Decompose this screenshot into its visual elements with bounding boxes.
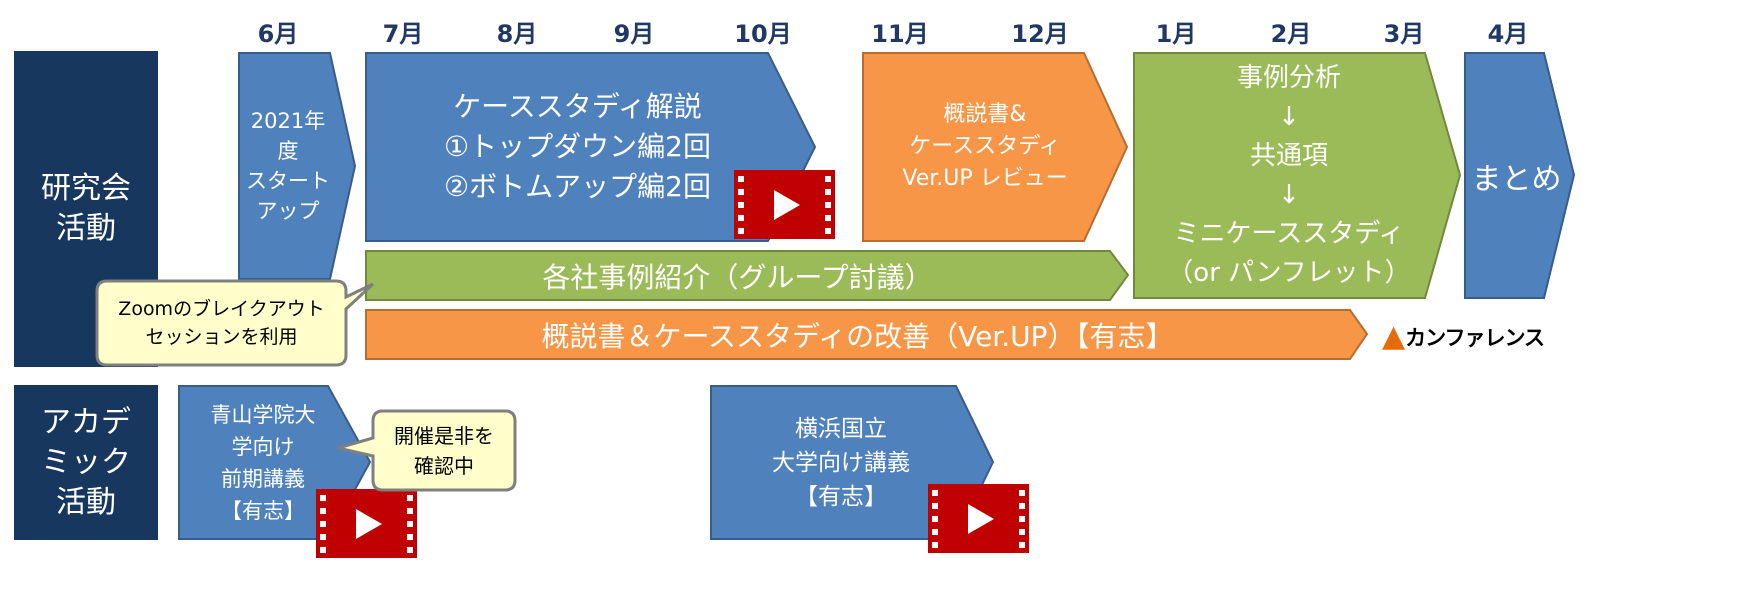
block-improvement-shape xyxy=(365,309,1369,360)
block-startup: 2021年 度 スタート アップ xyxy=(238,52,357,280)
conference-label: カンファレンス xyxy=(1405,326,1545,350)
month-label: 6月 xyxy=(257,20,299,48)
month-label: 1月 xyxy=(1155,20,1197,48)
row-header-research: 研究会 活動 xyxy=(14,51,158,367)
block-case-study-text: ケーススタディ解説 ①トップダウン編2回 ②ボトムアップ編2回 xyxy=(444,90,711,203)
callout-zoom-shape xyxy=(95,279,375,367)
block-overview-review: 概説書& ケーススタディ Ver.UP レビュー xyxy=(862,52,1129,242)
block-case-analysis-shape xyxy=(1133,52,1462,299)
callout-holding: 開催是非を 確認中 xyxy=(335,408,520,494)
callout-holding-text: 開催是非を 確認中 xyxy=(394,423,494,478)
block-case-analysis-text: 事例分析 ↓ 共通項 ↓ ミニケーススタディ （or パンフレット） xyxy=(1167,62,1411,288)
block-yokohama-text: 横浜国立 大学向け講義 【有志】 xyxy=(772,415,910,510)
block-summary-shape xyxy=(1464,52,1576,299)
video-play-icon[interactable] xyxy=(928,484,1029,553)
month-label: 12月 xyxy=(1011,20,1069,48)
month-label: 7月 xyxy=(382,20,424,48)
triangle-icon: ▲ xyxy=(1382,319,1406,354)
callout-holding-shape xyxy=(337,409,517,492)
callout-zoom: Zoomのブレイクアウト セッションを利用 xyxy=(93,278,378,370)
month-label: 11月 xyxy=(871,20,929,48)
block-improvement: 概説書＆ケーススタディの改善（Ver.UP）【有志】 xyxy=(365,309,1369,360)
block-improvement-text: 概説書＆ケーススタディの改善（Ver.UP）【有志】 xyxy=(541,319,1174,353)
block-company-cases: 各社事例紹介（グループ討議） xyxy=(365,250,1130,301)
month-label: 4月 xyxy=(1487,20,1529,48)
block-startup-shape xyxy=(238,52,357,280)
block-overview-review-shape xyxy=(862,52,1129,242)
conference-milestone: ▲ カンファレンス xyxy=(1382,319,1545,355)
month-label: 2月 xyxy=(1270,20,1312,48)
block-aoyama-text: 青山学院大 学向け 前期講義 【有志】 xyxy=(210,402,316,523)
block-startup-text: 2021年 度 スタート アップ xyxy=(246,109,330,223)
callout-zoom-text: Zoomのブレイクアウト セッションを利用 xyxy=(118,298,325,348)
month-label: 10月 xyxy=(734,20,792,48)
block-case-analysis: 事例分析 ↓ 共通項 ↓ ミニケーススタディ （or パンフレット） xyxy=(1133,52,1462,299)
block-yokohama: 横浜国立 大学向け講義 【有志】 xyxy=(710,385,995,540)
month-label: 9月 xyxy=(613,20,655,48)
month-label: 8月 xyxy=(496,20,538,48)
row-header-academic: アカデ ミック 活動 xyxy=(14,385,158,540)
month-label: 3月 xyxy=(1383,20,1425,48)
block-summary-text: まとめ xyxy=(1471,161,1562,197)
video-play-icon[interactable] xyxy=(316,489,417,558)
block-overview-review-text: 概説書& ケーススタディ Ver.UP レビュー xyxy=(902,102,1068,191)
block-summary: まとめ xyxy=(1464,52,1762,299)
block-company-cases-text: 各社事例紹介（グループ討議） xyxy=(542,260,933,294)
video-play-icon[interactable] xyxy=(734,170,835,239)
